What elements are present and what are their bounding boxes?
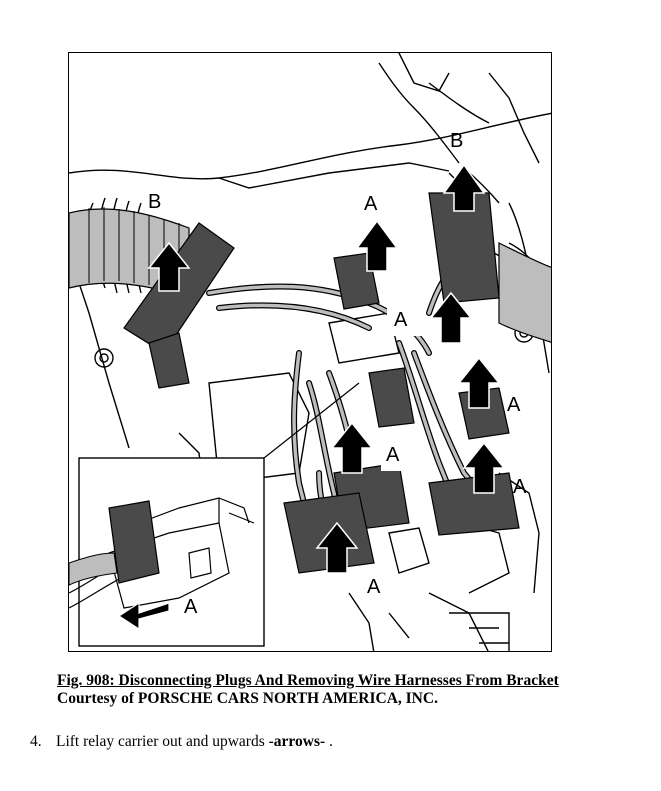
caption-title: Fig. 908: Disconnecting Plugs And Removi… xyxy=(57,672,559,689)
step-text: Lift relay carrier out and upwards xyxy=(56,733,269,750)
inset-detail: A xyxy=(69,382,360,647)
mid-plug-connector xyxy=(368,367,415,428)
arrows xyxy=(147,163,506,574)
label-backgrounds xyxy=(381,296,425,471)
wire-bundle-fill xyxy=(207,256,491,555)
arrow-a-bottom-icon xyxy=(315,521,359,574)
arrow-a-top-icon xyxy=(355,219,399,272)
arrow-a-box1-icon xyxy=(429,291,473,344)
arrow-a-right1-icon xyxy=(457,356,501,409)
caption-credit: Courtesy of PORSCHE CARS NORTH AMERICA, … xyxy=(57,690,438,707)
callout-a-bottom: A xyxy=(367,576,381,598)
arrow-a-box2-icon xyxy=(330,421,374,474)
callout-a-box2: A xyxy=(386,444,400,466)
step-number: 4. xyxy=(30,733,42,750)
callout-a-right1: A xyxy=(507,394,521,416)
step-text-end: . xyxy=(325,733,333,750)
step-emphasis: -arrows- xyxy=(268,733,326,750)
arrow-a-right2-icon xyxy=(462,441,506,494)
figure-illustration: B B A A A A A A A xyxy=(68,52,552,652)
right-corrugated-harness xyxy=(498,242,551,343)
arrow-a-inset-icon xyxy=(117,601,170,631)
procedure-step: 4. Lift relay carrier out and upwards -ar… xyxy=(30,733,333,751)
arrow-b-right-icon xyxy=(442,163,486,212)
callout-a-box1: A xyxy=(394,309,408,331)
callout-a-inset: A xyxy=(184,596,198,618)
callout-a-right2: A xyxy=(513,476,527,498)
callout-b-left: B xyxy=(148,191,161,213)
figure-caption: Fig. 908: Disconnecting Plugs And Removi… xyxy=(57,672,637,708)
left-bracket-foot xyxy=(148,332,190,389)
arrow-b-left-icon xyxy=(147,241,191,292)
wiring-diagram: B B A A A A A A A xyxy=(69,53,551,651)
callout-a-top: A xyxy=(364,193,378,215)
callout-b-right: B xyxy=(450,130,463,152)
